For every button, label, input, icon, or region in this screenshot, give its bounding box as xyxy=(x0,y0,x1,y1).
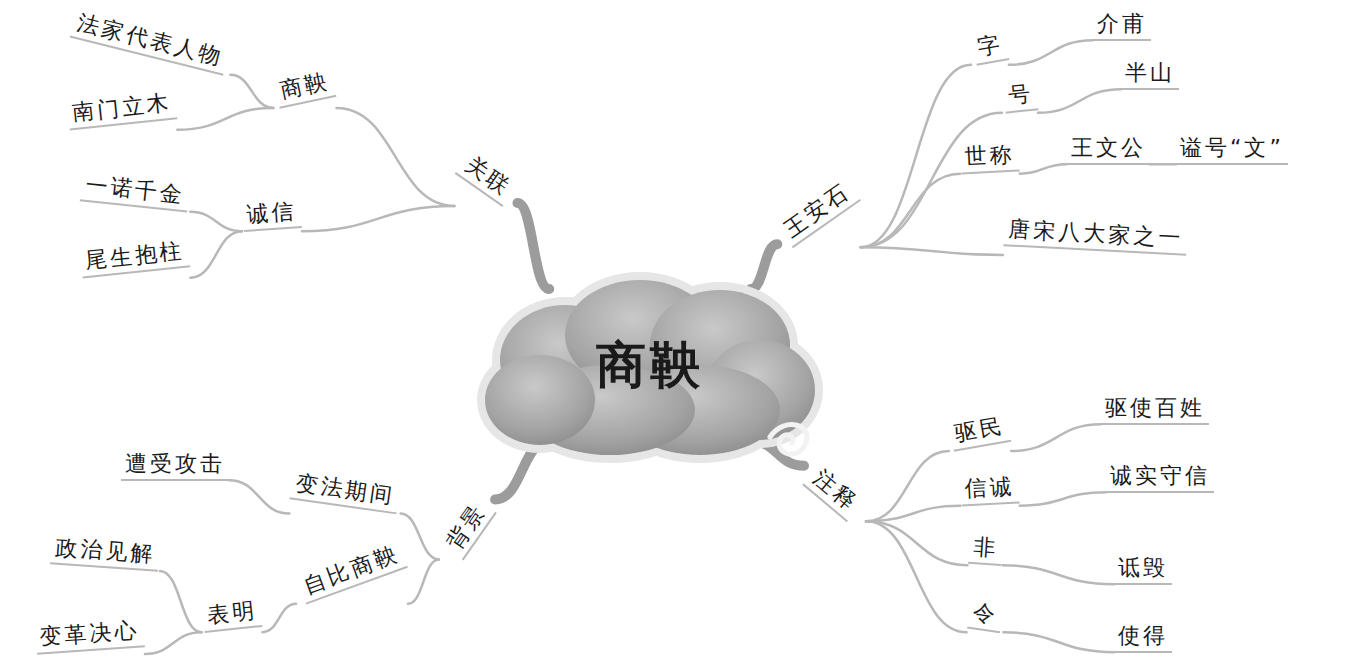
sub-branch xyxy=(866,521,967,632)
sub-branch xyxy=(401,514,439,560)
topic-text: 背景 xyxy=(441,499,490,554)
branch-topic: 政治见解 xyxy=(50,534,160,572)
topic-text: 变法期间 xyxy=(294,470,397,509)
main-branch xyxy=(517,203,549,289)
topic-text: 唐宋八大家之一 xyxy=(1007,216,1183,250)
sub-branch xyxy=(1020,492,1106,505)
topic-text: 变革决心 xyxy=(39,617,141,649)
topic-text: 诚实守信 xyxy=(1110,463,1210,488)
topic-text: 一诺千金 xyxy=(84,172,186,207)
branch-topic: 诚信 xyxy=(242,198,302,232)
branch-topic: 背景 xyxy=(439,496,497,561)
sub-branch xyxy=(1003,565,1114,584)
topic-text: 关联 xyxy=(461,151,516,200)
sub-branch xyxy=(866,506,960,522)
topic-text: 王安石 xyxy=(779,178,855,241)
sub-branch xyxy=(1009,40,1093,65)
topic-text: 驱民 xyxy=(953,413,1007,446)
topic-text: 介甫 xyxy=(1097,11,1147,36)
branch-topic: 王安石 xyxy=(775,176,860,249)
branch-topic: 关联 xyxy=(455,149,520,207)
topic-text: 遭受攻击 xyxy=(125,451,225,476)
topic-text: 非 xyxy=(972,534,999,561)
sub-branch xyxy=(1150,163,1177,166)
branch-topic: 唐宋八大家之一 xyxy=(1003,216,1187,256)
sub-branch xyxy=(866,521,967,565)
branch-topic: 驱民 xyxy=(949,412,1011,452)
sub-branch xyxy=(861,113,1002,247)
sub-branch xyxy=(866,451,949,521)
topic-text: 表明 xyxy=(206,597,258,627)
branch-topic: 商鞅 xyxy=(273,67,336,109)
sub-branch xyxy=(1038,89,1121,113)
sub-branch xyxy=(190,212,242,231)
topic-text: 信诚 xyxy=(964,474,1015,502)
branch-topic: 介甫 xyxy=(1093,11,1151,41)
sub-branch xyxy=(302,206,455,231)
branch-topic: 世称 xyxy=(960,141,1020,174)
topic-text: 半山 xyxy=(1125,60,1175,85)
sub-branch xyxy=(177,108,273,130)
topic-text: 尾生抱柱 xyxy=(84,238,186,273)
topic-text: 驱使百姓 xyxy=(1105,395,1205,420)
topic-text: 诋毁 xyxy=(1118,555,1168,580)
topic-text: 商鞅 xyxy=(277,68,331,103)
topic-text: 使得 xyxy=(1118,623,1168,648)
sub-branch xyxy=(1011,424,1101,451)
sub-branch xyxy=(337,108,455,206)
branch-topic: 遭受攻击 xyxy=(121,451,229,481)
sub-branch xyxy=(861,174,961,248)
central-cloud: 商鞅 xyxy=(470,265,830,465)
topic-text: 谥号“文” xyxy=(1180,135,1284,160)
branch-topic: 尾生抱柱 xyxy=(80,237,191,279)
topic-text: 法家代表人物 xyxy=(75,9,227,70)
sub-branch xyxy=(408,559,439,603)
sub-branch xyxy=(145,632,202,654)
branch-topic: 法家代表人物 xyxy=(70,8,231,76)
sub-branch xyxy=(861,247,1003,255)
branch-topic: 表明 xyxy=(202,597,263,633)
branch-topic: 半山 xyxy=(1121,60,1179,90)
sub-branch xyxy=(160,571,202,632)
topic-text: 字 xyxy=(975,31,1004,60)
sub-branch xyxy=(262,604,296,632)
sub-branch xyxy=(230,75,273,108)
sub-branch xyxy=(229,480,289,513)
topic-text: 号 xyxy=(1006,81,1033,108)
branch-topic: 变法期间 xyxy=(289,469,400,514)
sub-branch xyxy=(1003,632,1114,652)
branch-topic: 谥号“文” xyxy=(1176,135,1288,165)
sub-branch xyxy=(190,231,242,278)
main-branch xyxy=(751,244,777,289)
topic-text: 南门立木 xyxy=(71,90,173,125)
topic-text: 王文公 xyxy=(1071,135,1146,160)
sub-branch xyxy=(1020,164,1067,173)
branch-topic: 使得 xyxy=(1114,623,1172,653)
branch-topic: 变革决心 xyxy=(35,617,145,655)
topic-text: 注释 xyxy=(809,464,863,515)
branch-topic: 自比商鞅 xyxy=(296,539,408,604)
topic-text: 世称 xyxy=(964,142,1015,170)
topic-text: 自比商鞅 xyxy=(300,541,403,599)
topic-text: 令 xyxy=(971,599,999,627)
branch-topic: 驱使百姓 xyxy=(1101,395,1209,425)
sub-branch xyxy=(861,65,971,247)
branch-topic: 诋毁 xyxy=(1114,555,1172,585)
topic-text: 政治见解 xyxy=(54,534,156,566)
central-title: 商鞅 xyxy=(596,332,704,399)
branch-topic: 诚实守信 xyxy=(1106,463,1214,493)
topic-text: 诚信 xyxy=(246,198,298,226)
branch-topic: 信诚 xyxy=(960,473,1020,506)
branch-topic: 字 xyxy=(971,30,1009,66)
branch-topic: 一诺千金 xyxy=(80,171,191,213)
branch-topic: 令 xyxy=(967,599,1004,634)
branch-topic: 号 xyxy=(1002,80,1038,114)
branch-topic: 注释 xyxy=(802,462,866,523)
branch-topic: 非 xyxy=(967,534,1002,567)
branch-topic: 南门立木 xyxy=(67,89,178,131)
branch-topic: 王文公 xyxy=(1067,135,1150,165)
